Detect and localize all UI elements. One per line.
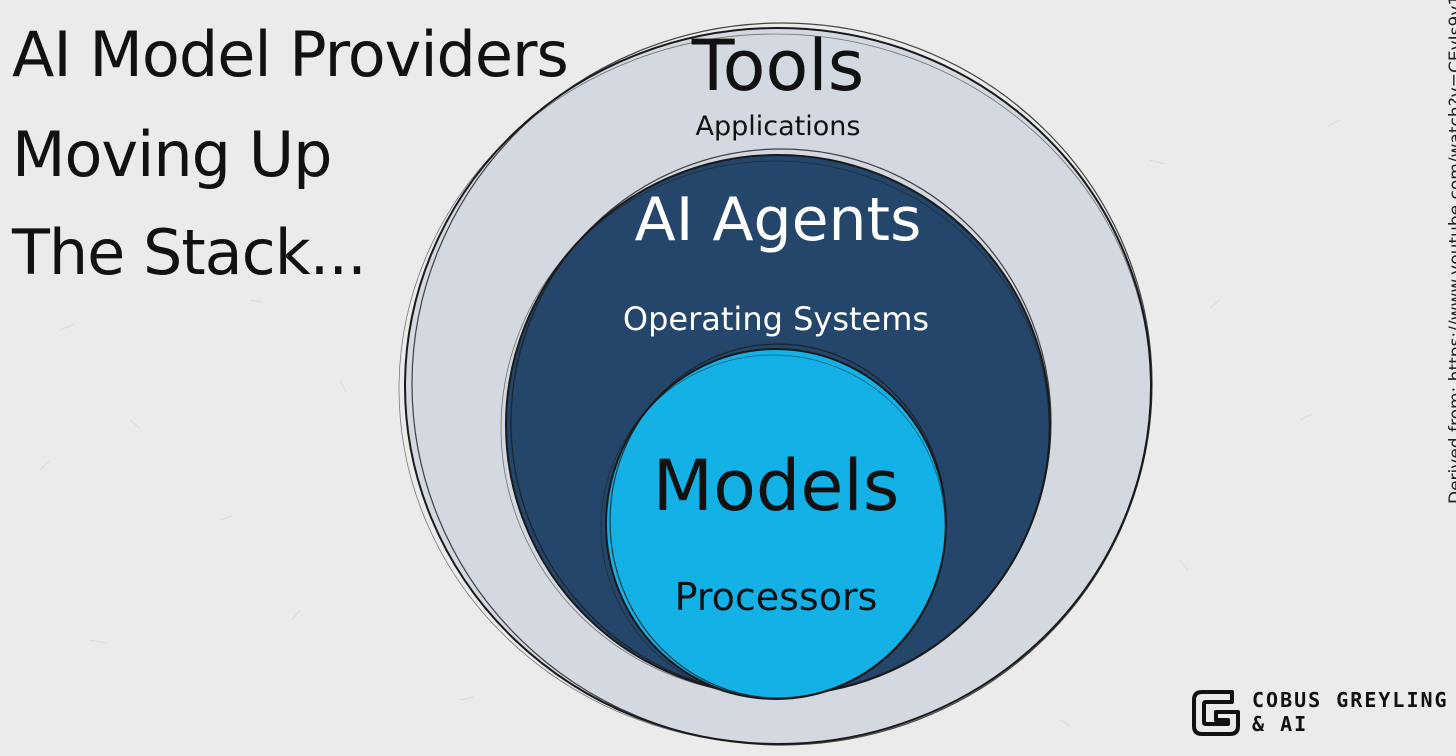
middle-layer-sublabel: Operating Systems [623, 300, 929, 338]
inner-layer-label: Models [653, 445, 900, 527]
title-line-2: Moving Up [12, 118, 332, 191]
outer-circle-sketch-stroke [411, 22, 1153, 746]
brand-name: COBUS GREYLING & AI [1252, 688, 1449, 736]
middle-layer-label: AI Agents [635, 185, 922, 255]
brand: COBUS GREYLING & AI [1188, 684, 1450, 740]
inner-circle-sketch-stroke [609, 343, 947, 699]
inner-circle-sketch-stroke-2 [600, 354, 946, 700]
outer-layer-sublabel: Applications [696, 111, 861, 142]
title-line-1: AI Model Providers [12, 18, 569, 91]
outer-circle-sketch-stroke-2 [398, 33, 1152, 745]
inner-layer [600, 343, 947, 700]
inner-layer-sublabel: Processors [675, 575, 878, 619]
brand-name-line-2: & AI [1252, 712, 1309, 736]
cobus-greyling-logo-icon [1192, 690, 1240, 736]
outer-layer-label: Tools [691, 25, 864, 107]
attribution-text: Derived from: https://www.youtube.com/wa… [1446, 0, 1456, 504]
title-line-3: The Stack... [12, 216, 367, 289]
brand-name-line-1: COBUS GREYLING [1252, 688, 1449, 712]
